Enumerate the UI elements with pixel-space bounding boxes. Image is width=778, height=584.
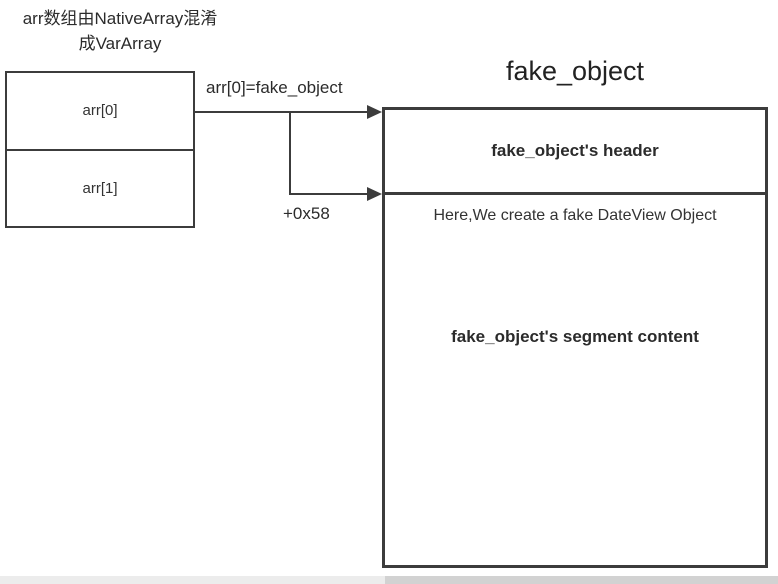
scrollbar-thumb[interactable] bbox=[385, 576, 778, 584]
annotation-line-1: arr数组由NativeArray混淆 bbox=[22, 9, 218, 28]
branch-line bbox=[289, 111, 291, 195]
array-cell-0: arr[0] bbox=[7, 73, 193, 151]
horizontal-scrollbar[interactable] bbox=[0, 576, 778, 584]
connector-line bbox=[194, 111, 291, 113]
arrow-right-icon bbox=[367, 187, 382, 201]
offset-label: +0x58 bbox=[283, 204, 330, 223]
array-cell-0-label: arr[0] bbox=[82, 102, 118, 120]
fake-object-content: Here,We create a fake DateView Object fa… bbox=[385, 195, 765, 565]
arrow-top-shaft bbox=[289, 111, 368, 113]
fake-object-header-label: fake_object's header bbox=[491, 141, 659, 160]
array-box: arr[0] arr[1] bbox=[5, 71, 195, 228]
fake-object-header: fake_object's header bbox=[385, 110, 765, 195]
assign-label: arr[0]=fake_object bbox=[206, 78, 343, 97]
annotation-line-2: 成VarArray bbox=[78, 34, 162, 53]
array-cell-1: arr[1] bbox=[7, 151, 193, 227]
arrow-right-icon bbox=[367, 105, 382, 119]
arrow-bottom-shaft bbox=[289, 193, 368, 195]
array-cell-1-label: arr[1] bbox=[82, 179, 118, 197]
content-note: Here,We create a fake DateView Object bbox=[433, 207, 717, 224]
segment-content-label: fake_object's segment content bbox=[451, 327, 699, 346]
annotation-text: arr数组由NativeArray混淆 成VarArray bbox=[0, 6, 240, 56]
fake-object-box: fake_object's header Here,We create a fa… bbox=[382, 107, 768, 568]
fake-object-title: fake_object bbox=[505, 56, 645, 86]
